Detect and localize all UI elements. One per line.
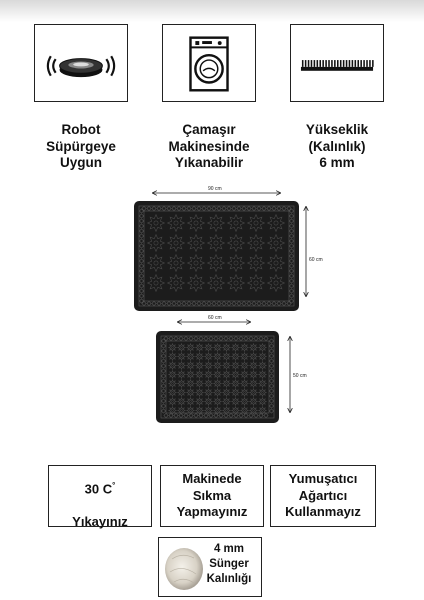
degree-symbol: ° <box>112 480 116 490</box>
sponge-thickness-text: 4 mm Sünger Kalınlığı <box>206 543 252 585</box>
no-spin-box: Makinede Sıkma Yapmayınız <box>160 465 264 527</box>
thickness-label: Yükseklik (Kalınlık) 6 mm <box>305 122 369 170</box>
pile-thickness-icon <box>300 60 374 71</box>
washing-machine-label: Çamaşır Makinesinde Yıkanabilir <box>168 122 250 170</box>
washing-machine-icon <box>189 36 229 92</box>
rug-small <box>156 331 279 423</box>
rug-small-width-label: 60 cm <box>208 315 222 321</box>
robot-vacuum-box <box>34 24 128 102</box>
wash-temperature: 30 C <box>84 481 113 497</box>
rug-large <box>134 201 299 311</box>
top-gradient-band <box>0 0 424 22</box>
rug-large-height-label: 60 cm <box>309 257 323 263</box>
sponge-thickness-box: 4 mm Sünger Kalınlığı <box>158 537 262 597</box>
rug-large-width-label: 90 cm <box>208 186 222 192</box>
rug-small-height-label: 50 cm <box>293 373 307 379</box>
wash-instruction: Yıkayınız <box>72 514 128 530</box>
washing-machine-box <box>162 24 256 102</box>
robot-vacuum-label: Robot Süpürgeye Uygun <box>46 122 116 170</box>
pile-thickness-box <box>290 24 384 102</box>
no-softener-box: Yumuşatıcı Ağartıcı Kullanmayız <box>270 465 376 527</box>
sponge-sample-icon <box>165 548 203 590</box>
wash-temperature-box: 30 C° Yıkayınız <box>48 465 152 530</box>
robot-vacuum-icon <box>46 55 116 78</box>
